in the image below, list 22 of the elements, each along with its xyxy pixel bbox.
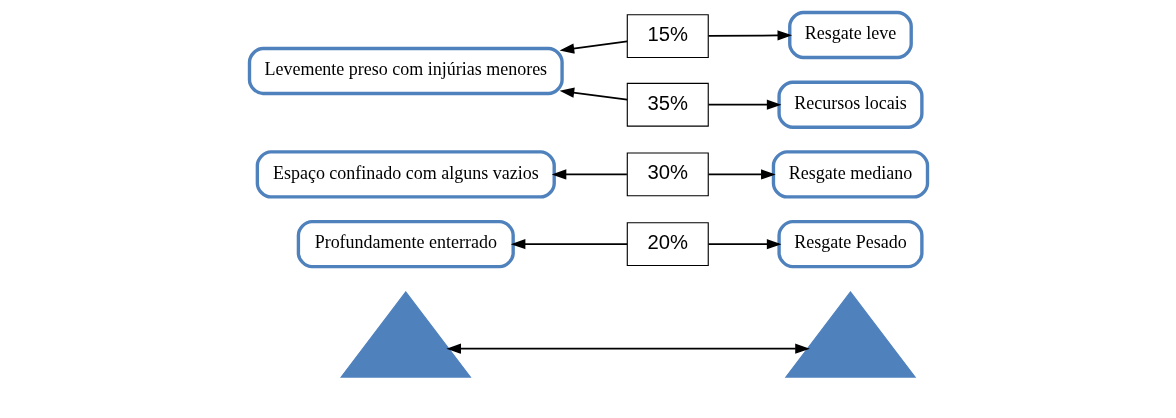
node-box: Recursos locais xyxy=(776,80,924,129)
node-box: Levemente preso com injúrias menores xyxy=(247,46,564,96)
arrow xyxy=(510,239,628,250)
arrow xyxy=(707,239,781,250)
node-box: 15% xyxy=(626,14,709,59)
node-box: Resgate Pesado xyxy=(776,219,924,269)
arrow xyxy=(445,343,810,354)
node-box: 20% xyxy=(626,222,709,267)
arrow xyxy=(707,30,792,41)
node-box: 35% xyxy=(626,82,709,127)
node-box: Resgate mediano xyxy=(771,150,929,199)
arrow xyxy=(559,40,628,54)
node-triangle xyxy=(784,291,916,378)
arrow xyxy=(707,169,776,180)
arrow xyxy=(551,169,628,180)
node-box: 30% xyxy=(626,152,709,197)
arrow xyxy=(559,87,628,101)
arrow xyxy=(707,99,781,110)
node-box: Espaço confinado com alguns vazios xyxy=(255,150,556,199)
node-triangle xyxy=(339,291,472,378)
node-box: Resgate leve xyxy=(787,10,913,60)
node-box: Profundamente enterrado xyxy=(296,219,515,269)
